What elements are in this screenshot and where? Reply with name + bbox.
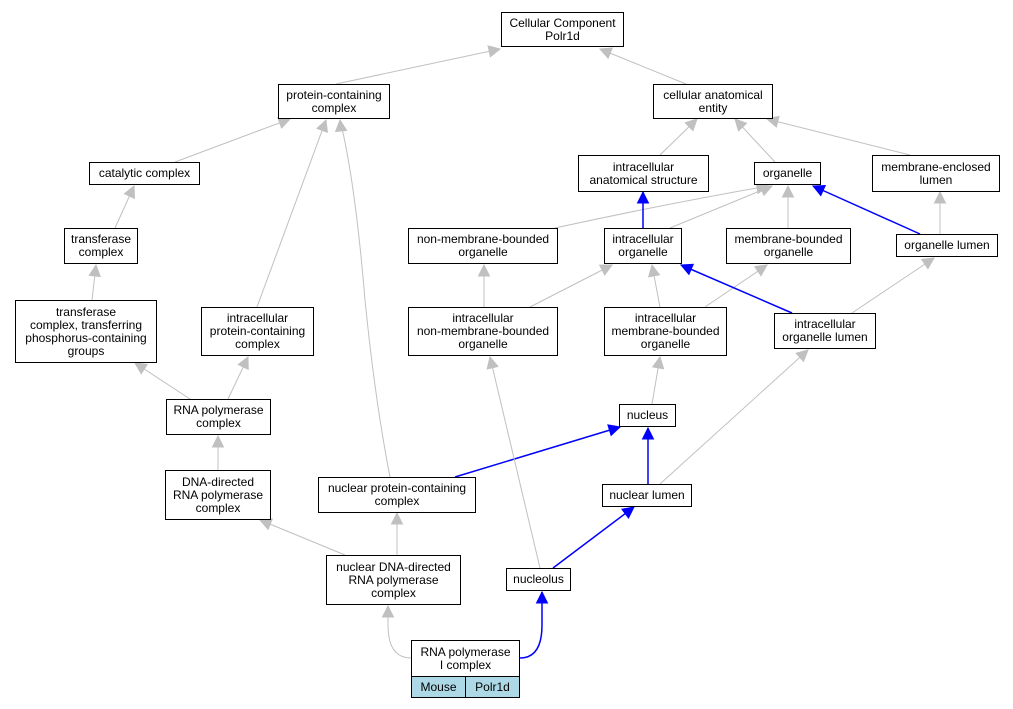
edge-nucleolus-to-nl [552,506,635,569]
edge-ipcc-to-pcc [256,119,327,308]
edge-imbo-to-mbo [704,264,768,308]
edge-imbo-to-mbo-arrowhead [753,264,768,277]
node-rna-polymerase-i-complex[interactable]: RNA polymerase I complex [411,640,520,677]
node-nuclear-dna-directed-rna-polymerase-complex[interactable]: nuclear DNA-directed RNA polymerase comp… [326,555,461,605]
node-intracellular-protein-containing-complex[interactable]: intracellular protein-containing complex [201,307,314,356]
edge-transferase-to-catalytic-arrowhead [123,184,136,200]
node-cellular-component[interactable]: Cellular Component Polr1d [501,12,624,47]
node-intracellular-anatomical-structure[interactable]: intracellular anatomical structure [578,155,709,192]
edge-ol-to-organelle [812,185,921,235]
node-membrane-enclosed-lumen[interactable]: membrane-enclosed lumen [872,155,1000,192]
edge-iol-to-io-arrowhead [679,263,695,276]
edge-rpi-to-nucleolus [519,592,543,659]
edge-rpi-to-nucleolus-arrowhead [535,590,549,604]
edge-inmbo-to-nmbo-arrowhead [477,263,491,277]
edge-nucleolus-to-nl-arrowhead [621,506,635,519]
node-intracellular-non-membrane-bounded-organelle[interactable]: intracellular non-membrane-bounded organ… [408,307,558,356]
edge-mel-to-cae-arrowhead [765,115,780,128]
edge-mel-to-cae [766,118,911,156]
edge-nddrpc-to-npcc-arrowhead [390,511,404,525]
edge-nucleus-to-imbo-arrowhead [651,355,665,370]
edge-ipcc-to-pcc-arrowhead [316,118,328,133]
edge-nl-to-nucleus-arrowhead [641,426,655,440]
edge-io-to-organelle-arrowhead [758,184,774,197]
node-nuclear-protein-containing-complex[interactable]: nuclear protein-containing complex [318,477,476,513]
edge-cae-to-root-arrowhead [598,47,614,60]
node-membrane-bounded-organelle[interactable]: membrane-bounded organelle [726,228,851,264]
node-protein-containing-complex[interactable]: protein-containing complex [278,84,390,119]
edge-nl-to-iol [659,349,809,485]
node-intracellular-membrane-bounded-organelle[interactable]: intracellular membrane-bounded organelle [604,307,727,356]
edge-nucleolus-to-inmbo-arrowhead [486,355,499,370]
edge-nddrpc-to-ddrpc-arrowhead [258,518,274,531]
edge-tcp-to-transferase-arrowhead [88,263,101,278]
edge-ias-to-cae-arrowhead [684,118,698,132]
edge-rpi-to-nddrpc-arrowhead [381,604,395,618]
edge-imbo-to-io-arrowhead [647,263,661,278]
edge-rpc-to-ipcc-arrowhead [237,355,249,371]
node-nucleus[interactable]: nucleus [619,404,676,427]
edge-io-to-organelle [669,185,773,229]
edge-ol-to-organelle-arrowhead [811,184,827,197]
edge-ddrpc-to-rpc-arrowhead [211,434,225,448]
edge-pcc-to-root-arrowhead [487,45,502,58]
edge-iol-to-ol-arrowhead [920,257,935,270]
edge-inmbo-to-io [529,264,613,308]
edge-iol-to-io [680,264,793,314]
node-nucleolus[interactable]: nucleolus [506,568,571,591]
node-rna-polymerase-complex[interactable]: RNA polymerase complex [166,399,271,435]
node-transferase-complex-phosphorus[interactable]: transferase complex, transferring phosph… [15,300,157,363]
edge-rpi-to-nddrpc [387,606,412,659]
node-nuclear-lumen[interactable]: nuclear lumen [602,484,692,507]
edge-rpc-to-tcp-arrowhead [134,362,149,375]
edge-mbo-to-organelle-arrowhead [781,184,795,198]
edge-catalytic-to-pcc-arrowhead [277,117,292,129]
edge-cae-to-root [599,48,687,85]
node-organelle[interactable]: organelle [754,162,821,185]
edge-io-to-ias-arrowhead [636,190,650,204]
edge-iol-to-ol [851,257,935,314]
node-organelle-lumen[interactable]: organelle lumen [896,234,998,257]
node-intracellular-organelle-lumen[interactable]: intracellular organelle lumen [774,313,876,349]
edge-npcc-to-nucleus-arrowhead [607,424,622,437]
node-intracellular-organelle[interactable]: intracellular organelle [604,228,682,264]
edge-catalytic-to-pcc [174,118,291,163]
node-non-membrane-bounded-organelle[interactable]: non-membrane-bounded organelle [408,228,558,264]
node-dna-directed-rna-polymerase-complex[interactable]: DNA-directed RNA polymerase complex [165,470,271,520]
gene-tag-polr1d[interactable]: Polr1d [465,676,520,698]
edge-inmbo-to-io-arrowhead [598,264,613,276]
edge-organelle-to-cae-arrowhead [734,118,748,132]
edge-npcc-to-pcc-arrowhead [334,118,348,133]
edge-npcc-to-nucleus [454,426,621,478]
edge-pcc-to-root [335,48,501,85]
edge-nl-to-iol-arrowhead [795,349,809,363]
edge-nddrpc-to-ddrpc [259,519,346,556]
edge-nmbo-to-organelle [554,185,769,229]
edge-nucleolus-to-inmbo [489,356,541,569]
edge-npcc-to-pcc [339,119,391,478]
species-tag-mouse[interactable]: Mouse [411,676,466,698]
node-cellular-anatomical-entity[interactable]: cellular anatomical entity [653,84,773,119]
node-catalytic-complex[interactable]: catalytic complex [89,162,200,185]
node-transferase-complex[interactable]: transferase complex [64,228,138,264]
edge-ol-to-mel-arrowhead [933,190,947,204]
